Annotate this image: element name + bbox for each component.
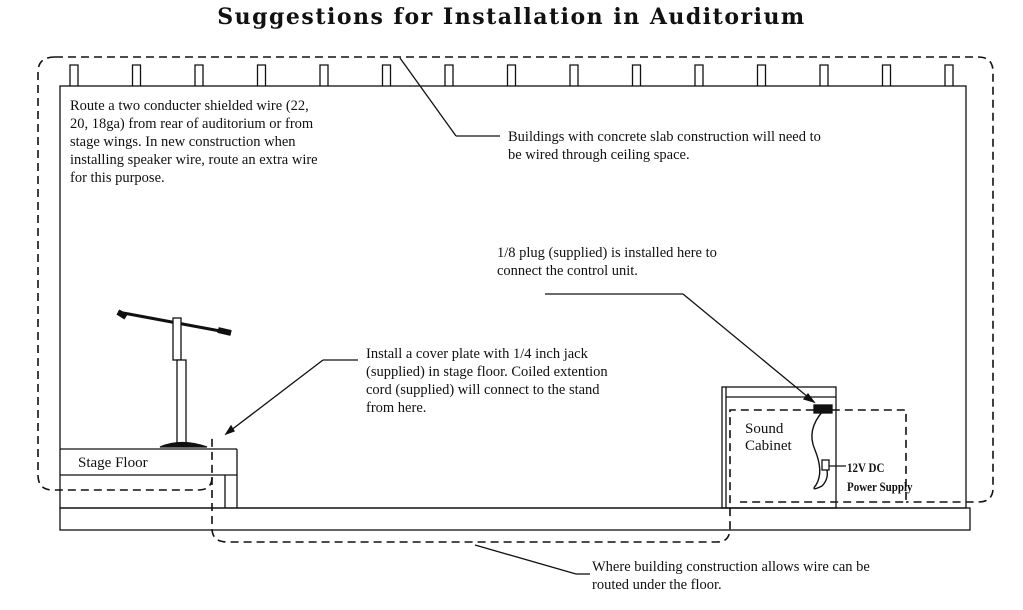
label-line: 12V DC (847, 461, 885, 475)
label-line: Power Supply (847, 480, 913, 494)
power-supply-label: 12V DC Power Supply (847, 461, 913, 494)
floor-slab (59, 507, 971, 531)
ceiling-fixture (631, 64, 642, 86)
note-under-floor: Where building construction allows wire … (592, 558, 870, 594)
power-jack (821, 459, 830, 471)
ceiling-fixture (569, 64, 579, 86)
note-line: Install a cover plate with 1/4 inch jack (366, 346, 588, 362)
leader-lines (224, 57, 816, 575)
ceiling-fixture (381, 64, 392, 86)
ceiling-fixtures (69, 64, 954, 86)
note-rear-wire: Route a two conducter shielded wire (22,… (70, 97, 318, 187)
note-line: connect the control unit. (497, 263, 638, 279)
note-line: stage wings. In new construction when (70, 134, 296, 150)
ceiling-fixture (131, 64, 142, 86)
note-line: from here. (366, 400, 427, 416)
note-line: Buildings with concrete slab constructio… (508, 129, 821, 145)
ceiling-fixture (256, 64, 267, 86)
label-line: Cabinet (745, 438, 792, 454)
sound-cabinet (721, 386, 837, 509)
ceiling-fixture (444, 64, 454, 86)
ceiling-fixture (506, 64, 517, 86)
ceiling-fixture (756, 64, 767, 86)
note-plug: 1/8 plug (supplied) is installed here to… (497, 244, 717, 280)
note-line: installing speaker wire, route an extra … (70, 152, 318, 168)
ceiling-fixture (881, 64, 892, 86)
note-line: 1/8 plug (supplied) is installed here to (497, 245, 717, 261)
note-line: be wired through ceiling space. (508, 147, 690, 163)
note-line: 20, 18ga) from rear of auditorium or fro… (70, 116, 314, 132)
note-line: Where building construction allows wire … (592, 559, 870, 575)
note-concrete-slab: Buildings with concrete slab constructio… (508, 128, 821, 164)
stage-platform (60, 448, 238, 508)
ceiling-fixture (319, 64, 329, 86)
ceiling-fixture (944, 64, 954, 86)
ceiling-fixture (819, 64, 829, 86)
sound-cabinet-label: Sound Cabinet (745, 421, 792, 455)
note-line: Route a two conducter shielded wire (22, (70, 98, 309, 114)
coiled-cord (811, 410, 829, 490)
note-line: cord (supplied) will connect to the stan… (366, 382, 600, 398)
microphone-stand (116, 309, 232, 448)
note-line: (supplied) in stage floor. Coiled extent… (366, 364, 608, 380)
wiring-routes (37, 56, 994, 543)
plug-jack (813, 404, 833, 414)
label-line: Sound (745, 421, 784, 437)
stage-floor-label: Stage Floor (78, 455, 148, 471)
note-line: for this purpose. (70, 170, 165, 186)
ceiling-fixture (69, 64, 79, 86)
diagram-title: Suggestions for Installation in Auditori… (217, 4, 806, 30)
ceiling-fixture (694, 64, 704, 86)
ceiling-fixture (194, 64, 204, 86)
note-line: routed under the floor. (592, 577, 722, 593)
note-cover-plate: Install a cover plate with 1/4 inch jack… (366, 345, 608, 417)
